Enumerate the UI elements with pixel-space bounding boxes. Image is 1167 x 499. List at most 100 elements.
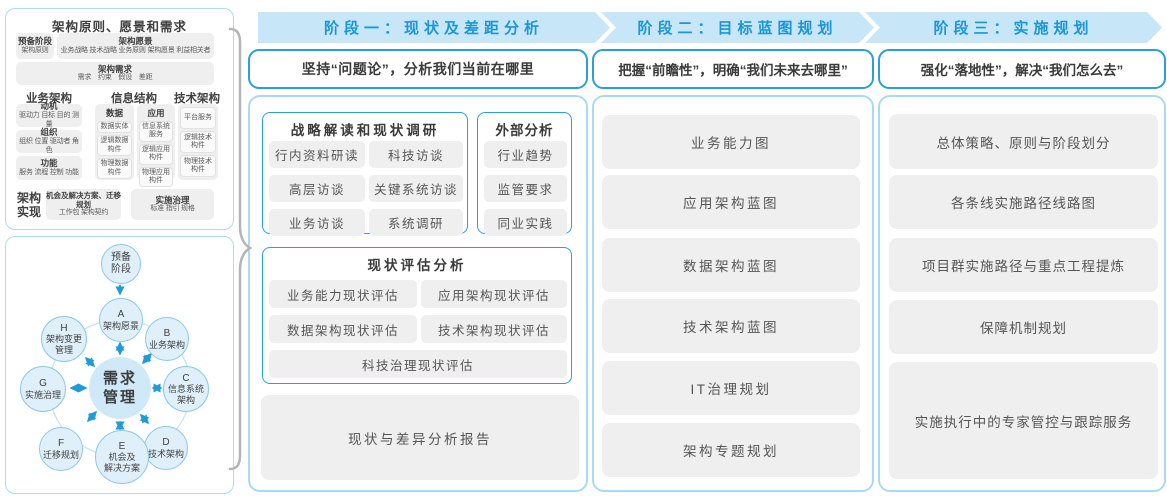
- adm-node-label: 业务架构: [148, 339, 185, 350]
- survey-title: 战略解读和现状调研: [290, 123, 440, 138]
- adm-node-letter: F: [57, 438, 65, 450]
- phase1-container: 战略解读和现状调研 行内资料研读 科技访谈 高层访谈 关键系统访谈 业务访谈 系…: [248, 95, 588, 492]
- deliverable-item: IT治理规划: [602, 361, 860, 415]
- survey-item: 科技访谈: [369, 141, 463, 168]
- motivation-item: 驱动力 目标 目的 测量: [19, 112, 79, 128]
- adm-node-letter: E: [118, 440, 126, 452]
- external-item: 同业实践: [484, 209, 567, 236]
- survey-item: 业务访谈: [269, 209, 365, 236]
- assessment-item: 科技治理现状评估: [269, 350, 567, 378]
- architecture-requirement-box: 架构需求 需求 约束 假设 差距: [16, 62, 214, 85]
- deliverable-item: 技术架构蓝图: [602, 299, 860, 353]
- adm-node-letter: C: [182, 372, 190, 384]
- business-arch-header: 业务架构: [26, 93, 72, 105]
- double-arrow-icon: [84, 356, 96, 368]
- double-arrow-icon: [139, 413, 150, 425]
- data-item: 逻辑数据构件: [97, 135, 132, 157]
- application-item: 逻辑应用构件: [139, 143, 173, 165]
- phase1-band: 阶段一：现状及差距分析: [258, 12, 610, 43]
- deliverable-item: 数据架构蓝图: [602, 238, 860, 292]
- adm-node-label: 信息系统 架构: [167, 384, 204, 405]
- adm-node-h: H 架构变更 管理: [41, 316, 87, 362]
- survey-item: 关键系统访谈: [369, 175, 463, 202]
- deliverable-item: 业务能力图: [602, 115, 860, 169]
- assessment-item: 数据架构现状评估: [269, 315, 417, 343]
- phase3-band: 阶段三：实施规划: [865, 12, 1162, 43]
- framework-panel-title: 架构原则、愿景和需求: [51, 20, 187, 34]
- roadmap-item: 各条线实施路径线路图: [889, 175, 1158, 229]
- assessment-box: 现状评估分析 业务能力现状评估 应用架构现状评估 数据架构现状评估 技术架构现状…: [262, 247, 572, 384]
- phase2-slogan: 把握“前瞻性”，明确“我们未来去哪里”: [592, 49, 874, 89]
- phase3-slogan: 强化“落地性”，解决“我们怎么去”: [878, 49, 1166, 89]
- adm-node-label: 实施治理: [24, 389, 61, 400]
- adm-node-d: D 技术架构: [144, 426, 188, 470]
- roadmap-item: 实施执行中的专家管控与跟踪服务: [889, 362, 1158, 479]
- external-item: 监管要求: [484, 175, 567, 202]
- roadmap-item: 总体策略、原则与阶段划分: [889, 114, 1158, 169]
- realization-label: 架构 实现: [16, 191, 41, 220]
- adm-node-letter: B: [163, 328, 171, 340]
- requirement-item: 需求 约束 假设 差距: [77, 74, 153, 82]
- data-column-title: 数据: [105, 108, 123, 118]
- implementation-governance-title: 实施治理: [155, 194, 190, 205]
- adm-node-letter: D: [162, 437, 170, 449]
- adm-center-requirements-management: 需求 管理: [89, 357, 151, 419]
- application-item: 信息系统服务: [139, 121, 173, 142]
- adm-node-b: B 业务架构: [145, 317, 189, 361]
- organization-title: 组织: [40, 127, 58, 138]
- implementation-governance-box: 实施治理 标准 指引 规格: [131, 189, 214, 220]
- function-title: 功能: [40, 158, 58, 169]
- application-item: 物理应用构件: [139, 166, 173, 188]
- prep-phase-item: 架构原则: [21, 46, 49, 54]
- double-arrow-icon: [87, 410, 97, 423]
- application-column: 应用 信息系统服务 逻辑应用构件 物理应用构件: [137, 104, 175, 188]
- adm-node-letter: G: [39, 378, 47, 390]
- survey-box: 战略解读和现状调研 行内资料研读 科技访谈 高层访谈 关键系统访谈 业务访谈 系…: [262, 112, 468, 236]
- architecture-framework-panel: 架构原则、愿景和需求 预备阶段 架构原则 架构愿景 业务战略 技术战略 业务原则…: [5, 8, 234, 230]
- adm-node-label: 机会及 解决方案: [103, 452, 140, 473]
- survey-item: 系统调研: [369, 209, 463, 236]
- vision-title: 架构愿景: [118, 36, 153, 47]
- assessment-item: 技术架构现状评估: [421, 315, 567, 343]
- external-analysis-box: 外部分析 行业趋势 监管要求 同业实践: [477, 112, 572, 236]
- double-arrow-icon: [142, 352, 152, 365]
- adm-node-label: 技术架构: [147, 448, 184, 459]
- adm-node-a: A 架构愿景: [99, 298, 143, 342]
- assessment-item: 应用架构现状评估: [421, 280, 567, 308]
- adm-node-label: 架构愿景: [102, 320, 139, 331]
- curly-brace: [228, 27, 253, 471]
- external-analysis-title: 外部分析: [495, 123, 554, 138]
- opportunity-migration-box: 机会及解决方案、迁移规划 工作包 架构契约: [46, 189, 121, 220]
- phase2-band: 阶段二：目标蓝图规划: [601, 12, 874, 43]
- prep-phase-title: 预备阶段: [17, 36, 52, 47]
- data-item: 数据实体: [97, 121, 132, 134]
- adm-node-letter: H: [60, 322, 68, 334]
- adm-node-e: E 机会及 解决方案: [95, 430, 149, 484]
- gap-analysis-report-box: 现状与差异分析报告: [261, 395, 579, 480]
- phase1-slogan: 坚持“问题论”，分析我们当前在哪里: [248, 49, 588, 89]
- phase3-container: 总体策略、原则与阶段划分 各条线实施路径线路图 项目群实施路径与重点工程提炼 保…: [878, 95, 1166, 492]
- technology-item: 逻辑技术构件: [180, 131, 216, 153]
- function-item: 服务 流程 控制 功能: [19, 168, 79, 176]
- technology-item: 物理技术构件: [180, 155, 216, 177]
- deliverable-item: 架构专题规划: [602, 423, 860, 477]
- architecture-vision-box: 架构愿景 业务战略 技术战略 业务原则 架构愿景 利益相关者: [57, 33, 214, 59]
- adm-cycle-panel: 预备 阶段 A 架构愿景 B 业务架构 C 信息系统 架构 D 技术架构 E 机…: [5, 236, 234, 494]
- motivation-title: 动机: [40, 101, 58, 112]
- data-item: 物理数据构件: [97, 158, 132, 179]
- information-arch-header: 信息结构: [111, 93, 157, 105]
- vision-item: 业务战略 技术战略 业务原则 架构愿景 利益相关者: [60, 46, 211, 54]
- survey-item: 行内资料研读: [269, 141, 365, 168]
- adm-node-f: F 迁移规划: [39, 427, 83, 471]
- technology-column: 平台服务 逻辑技术构件 物理技术构件: [178, 104, 218, 180]
- adm-node-preliminary: 预备 阶段: [101, 244, 141, 284]
- roadmap-item: 项目群实施路径与重点工程提炼: [889, 238, 1158, 292]
- prep-phase-box: 预备阶段 架构原则: [16, 33, 54, 59]
- adm-node-label: 迁移规划: [42, 449, 79, 460]
- data-column: 数据 数据实体 逻辑数据构件 物理数据构件: [95, 104, 134, 180]
- technology-arch-header: 技术架构: [174, 93, 220, 105]
- application-column-title: 应用: [147, 108, 165, 118]
- adm-node-letter: A: [117, 309, 125, 321]
- motivation-box: 动机 驱动力 目标 目的 测量: [16, 101, 82, 128]
- requirement-title: 架构需求: [97, 63, 132, 74]
